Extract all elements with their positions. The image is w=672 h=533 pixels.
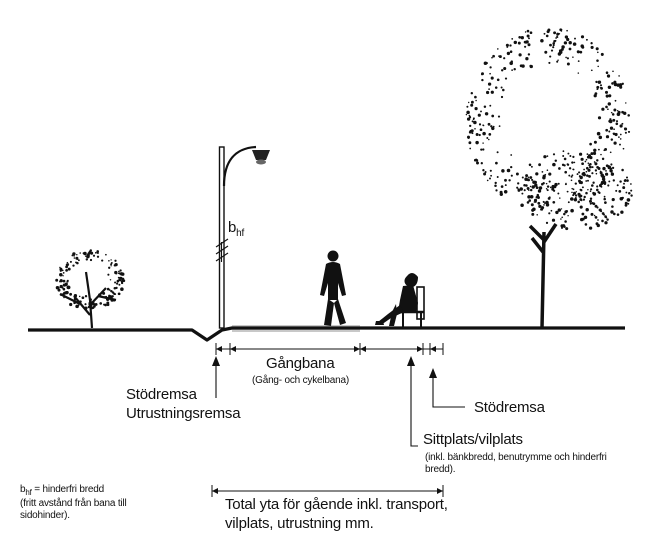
leader-sittplats — [407, 356, 418, 447]
leader-stodremsa-left — [212, 356, 220, 398]
leader-stodremsa-right — [429, 368, 465, 408]
bhf-marker — [215, 238, 229, 262]
gangbana-sub-label: (Gång- och cykelbana) — [252, 375, 349, 386]
bhf-label: bhf — [228, 219, 244, 239]
gangbana-label: Gångbana — [266, 355, 335, 372]
bhf-label-base: b — [228, 219, 237, 236]
ground-line — [28, 326, 625, 342]
walking-person-icon — [320, 250, 346, 326]
total-dimension-line — [211, 485, 444, 497]
seated-person-icon — [375, 272, 418, 326]
stodremsa-right-label: Stödremsa — [474, 399, 545, 416]
stodremsa-left-label: Stödremsa — [126, 386, 197, 403]
legend-symbol-sub: hf — [25, 488, 32, 497]
shrub-icon — [55, 249, 126, 329]
sittplats-label: Sittplats/vilplats — [423, 431, 523, 448]
sittplats-note: (inkl. bänkbredd, benutrymme och hinderf… — [425, 452, 607, 475]
width-dimension-line — [215, 343, 444, 355]
legend-note: (fritt avstånd från bana till sidohinder… — [20, 498, 127, 521]
total-line-1: Total yta för gående inkl. transport, — [225, 496, 448, 513]
street-lamp-icon — [218, 145, 270, 329]
legend-symbol-base: b — [20, 484, 26, 495]
tree-icon — [465, 28, 633, 329]
total-line-2: vilplats, utrustning mm. — [225, 515, 374, 532]
bhf-label-sub: hf — [236, 228, 245, 239]
legend-definition-text: = hinderfri bredd — [31, 484, 104, 495]
utrustningsremsa-label: Utrustningsremsa — [126, 405, 241, 422]
legend-definition: bhf = hinderfri bredd — [20, 484, 104, 497]
